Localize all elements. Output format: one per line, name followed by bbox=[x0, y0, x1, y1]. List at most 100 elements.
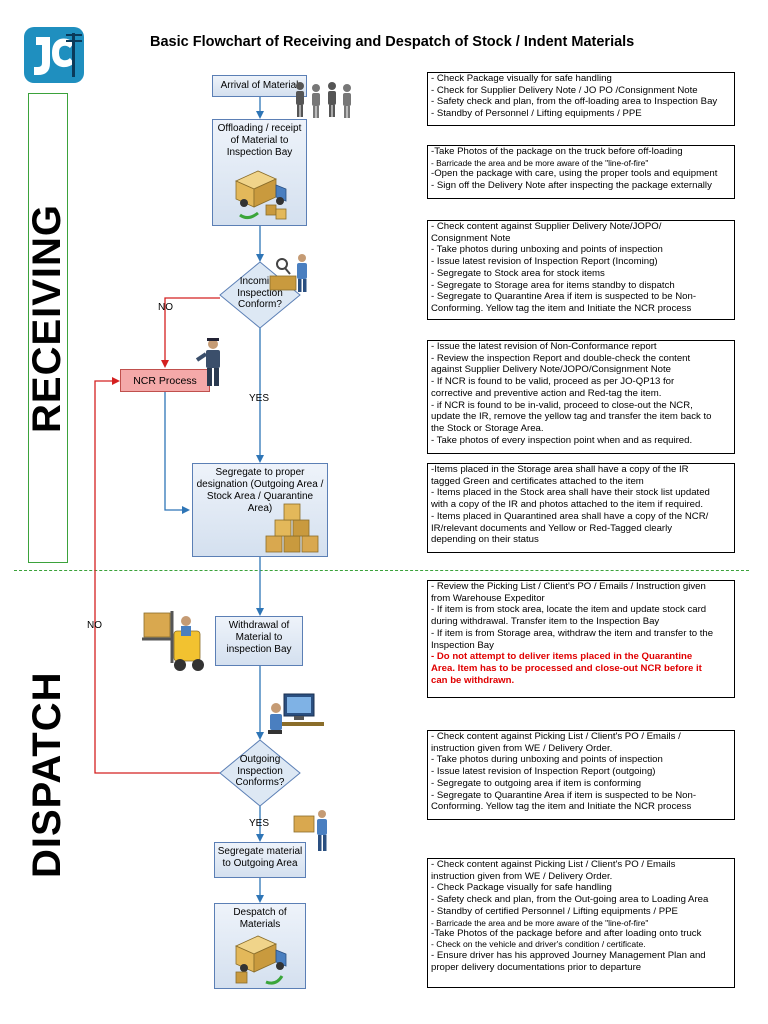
note-outgoing-line-7: Conforming. Yellow tag the item and Init… bbox=[431, 801, 692, 813]
segregate-line-3: Stock Area / Quarantine bbox=[206, 491, 314, 502]
guard-icon bbox=[195, 338, 220, 386]
lane-divider bbox=[14, 570, 749, 571]
note-arrival-line-4: - Standby of Personnel / Lifting equipme… bbox=[431, 108, 642, 120]
box-carrier-icon bbox=[293, 810, 327, 851]
ncr-process-label: NCR Process bbox=[133, 374, 197, 387]
note-segregate-line-7: depending on their status bbox=[431, 534, 539, 546]
note-incoming-line-5: - Segregate to Stock area for stock item… bbox=[431, 267, 605, 279]
note-withdrawal-line-1: - Review the Picking List / Client's PO … bbox=[431, 581, 706, 592]
truck-loading-icon bbox=[235, 935, 287, 985]
note-outgoing-line-5: - Segregate to outgoing area if item is … bbox=[431, 777, 642, 789]
outgoing-line-1: Outgoing bbox=[239, 754, 281, 765]
outgoing-decision: Outgoing Inspection Conforms? bbox=[220, 754, 300, 789]
note-segregate-line-4: with a copy of the IR and photos attache… bbox=[431, 499, 703, 511]
receiving-lane bbox=[28, 93, 68, 563]
note-outgoing-line-6: - Segregate to Quarantine Area if item i… bbox=[431, 789, 697, 801]
note-incoming-line-7: - Segregate to Quarantine Area if item i… bbox=[431, 291, 697, 303]
note-segregate-line-5: - Items placed in Quarantined area shall… bbox=[431, 510, 709, 522]
workers-icon bbox=[296, 82, 351, 118]
note-ncr-line-3: against Supplier Delivery Note/JOPO/Cons… bbox=[431, 364, 671, 376]
note-arrival-line-1: - Check Package visually for safe handli… bbox=[431, 73, 612, 84]
note-outgoing-line-1: - Check content against Picking List / C… bbox=[431, 731, 681, 742]
ncr-process-step: NCR Process bbox=[120, 369, 210, 392]
note-withdrawal-line-5: - If item is from Storage area, withdraw… bbox=[431, 627, 714, 639]
note-withdrawal: - Review the Picking List / Client's PO … bbox=[427, 580, 735, 698]
note-outgoing-line-3: - Take photos during unboxing and points… bbox=[431, 754, 663, 766]
offloading-line-3: Inspection Bay bbox=[226, 147, 293, 158]
despatch-line-1: Despatch of bbox=[233, 907, 287, 918]
note-offloading-line-4: - Sign off the Delivery Note after inspe… bbox=[431, 179, 712, 191]
segregate-line-1: Segregate to proper bbox=[215, 467, 305, 478]
note-ncr-line-8: the Stock or Storage Area. bbox=[431, 422, 544, 434]
despatch-line-2: Materials bbox=[239, 919, 281, 930]
outgoing-line-2: Inspection bbox=[237, 765, 283, 777]
outgoing-no-label: NO bbox=[87, 620, 102, 631]
arrival-step-label: Arrival of Material bbox=[220, 80, 299, 91]
note-segregate-line-3: - Items placed in the Stock area shall h… bbox=[431, 487, 710, 499]
arrow-incoming-no-ncr bbox=[161, 297, 220, 368]
note-withdrawal-line-6: Inspection Bay bbox=[431, 639, 494, 651]
segregate-out-line-1: Segregate material bbox=[217, 846, 303, 857]
note-segregate-line-2: tagged Green and certificates attached t… bbox=[431, 475, 644, 487]
note-segregate: -Items placed in the Storage area shall … bbox=[427, 463, 735, 553]
note-incoming-line-2: Consignment Note bbox=[431, 232, 511, 244]
offloading-line-2: of Material to bbox=[230, 135, 289, 146]
segregate-out-line-2: to Outgoing Area bbox=[222, 858, 298, 869]
note-ncr-line-5: corrective and preventive action and Red… bbox=[431, 387, 662, 399]
note-offloading-line-1: -Take Photos of the package on the truck… bbox=[431, 146, 683, 157]
note-offloading-line-2: - Barricade the area and be more aware o… bbox=[431, 157, 649, 168]
note-segregate-line-6: IR/relevant documents and Yellow or Red-… bbox=[431, 522, 673, 534]
note-offloading-line-3: -Open the package with care, using the p… bbox=[431, 167, 718, 179]
offloading-step: Offloading / receipt of Material to Insp… bbox=[212, 119, 307, 226]
note-incoming-line-6: - Segregate to Storage area for items st… bbox=[431, 279, 675, 291]
incoming-yes-label: YES bbox=[249, 393, 270, 404]
page-title: Basic Flowchart of Receiving and Despatc… bbox=[150, 34, 635, 50]
note-withdrawal-warning-3: can be withdrawn. bbox=[431, 674, 515, 686]
arrow-outgoing-no-ncr bbox=[94, 377, 220, 774]
forklift-icon bbox=[142, 611, 204, 671]
boxes-icon bbox=[265, 503, 319, 553]
note-despatch-line-8: - Check on the vehicle and driver's cond… bbox=[431, 939, 646, 950]
note-offloading: -Take Photos of the package on the truck… bbox=[427, 145, 735, 199]
note-incoming: - Check content against Supplier Deliver… bbox=[427, 220, 735, 320]
outgoing-diamond-shape bbox=[219, 739, 301, 807]
arrival-step: Arrival of Material bbox=[212, 75, 307, 97]
note-despatch-line-9: - Ensure driver has his approved Journey… bbox=[431, 949, 706, 961]
note-despatch-line-10: proper delivery documentations prior to … bbox=[431, 961, 642, 973]
outgoing-yes-label: YES bbox=[249, 818, 270, 829]
note-despatch-line-1: - Check content against Picking List / C… bbox=[431, 859, 676, 870]
note-withdrawal-line-2: from Warehouse Expeditor bbox=[431, 592, 545, 604]
note-arrival-line-3: - Safety check and plan, from the off-lo… bbox=[431, 96, 718, 108]
inspector-icon bbox=[269, 254, 307, 292]
note-ncr-line-7: update the IR, remove the yellow tag and… bbox=[431, 411, 712, 423]
note-ncr: - Issue the latest revision of Non-Confo… bbox=[427, 340, 735, 454]
outgoing-line-3: Conforms? bbox=[235, 777, 285, 788]
note-withdrawal-line-4: during withdrawal. Transfer item to the … bbox=[431, 616, 660, 628]
note-despatch-line-3: - Check Package visually for safe handli… bbox=[431, 882, 612, 894]
note-ncr-line-6: - if NCR is found to be in-valid, procee… bbox=[431, 399, 693, 411]
segregate-line-4: Area) bbox=[247, 503, 273, 514]
logo-icon bbox=[22, 25, 86, 85]
note-ncr-line-4: - If NCR is found to be valid, proceed a… bbox=[431, 376, 675, 388]
note-outgoing-line-2: instruction given from WE / Delivery Ord… bbox=[431, 742, 613, 754]
note-ncr-line-1: - Issue the latest revision of Non-Confo… bbox=[431, 341, 657, 352]
note-arrival-line-2: - Check for Supplier Delivery Note / JO … bbox=[431, 84, 698, 96]
note-withdrawal-line-3: - If item is from stock area, locate the… bbox=[431, 604, 707, 616]
withdrawal-line-3: inspection Bay bbox=[226, 644, 292, 655]
note-ncr-line-9: - Take photos of every inspection point … bbox=[431, 434, 693, 446]
incoming-line-2: Inspection bbox=[237, 287, 283, 299]
note-despatch-line-7: -Take Photos of the package before and a… bbox=[431, 927, 702, 939]
withdrawal-line-2: Material to bbox=[235, 632, 283, 643]
segregate-out-step: Segregate material to Outgoing Area bbox=[214, 842, 306, 878]
arrow-ncr-segregate bbox=[164, 392, 190, 514]
truck-icon bbox=[235, 170, 287, 220]
withdrawal-line-1: Withdrawal of bbox=[228, 620, 290, 631]
note-incoming-line-8: Conforming. Yellow tag the item and Init… bbox=[431, 302, 692, 314]
note-incoming-line-1: - Check content against Supplier Deliver… bbox=[431, 221, 662, 232]
withdrawal-step: Withdrawal of Material to inspection Bay bbox=[215, 616, 303, 666]
note-incoming-line-3: - Take photos during unboxing and points… bbox=[431, 244, 663, 256]
note-despatch-line-4: - Safety check and plan, from the Out-go… bbox=[431, 894, 709, 906]
note-despatch-line-5: - Standby of certified Personnel / Lifti… bbox=[431, 905, 678, 917]
note-arrival: - Check Package visually for safe handli… bbox=[427, 72, 735, 126]
note-ncr-line-2: - Review the inspection Report and doubl… bbox=[431, 352, 691, 364]
